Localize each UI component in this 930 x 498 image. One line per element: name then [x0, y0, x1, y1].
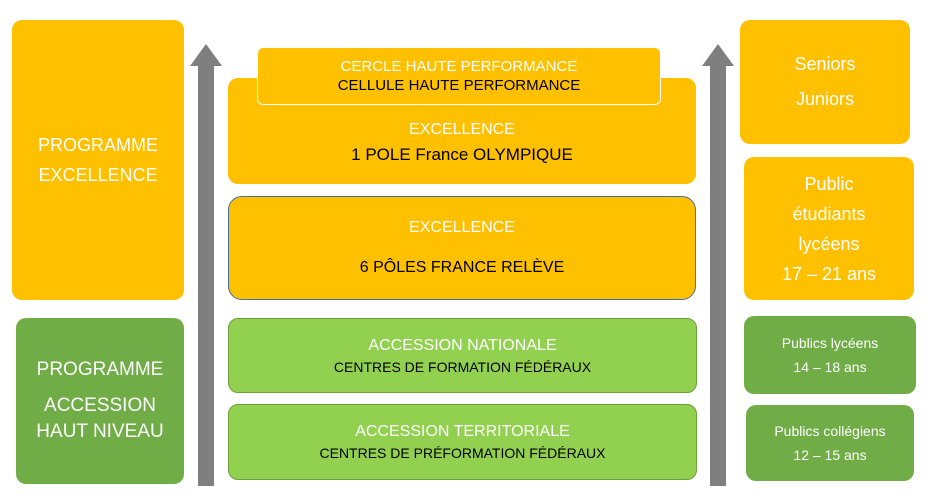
public-line-1: Public: [804, 173, 854, 194]
excellence-releve-subtitle: 6 PÔLES FRANCE RELÈVE: [359, 259, 565, 276]
left-up-arrow-icon: [190, 44, 222, 486]
accession-territoriale-box: ACCESSION TERRITORIALE CENTRES DE PRÉFOR…: [228, 404, 697, 480]
cellule-haute-performance-label: CELLULE HAUTE PERFORMANCE: [337, 77, 581, 94]
accession-nationale-title: ACCESSION NATIONALE: [368, 336, 557, 354]
cercle-haute-performance-box: CERCLE HAUTE PERFORMANCE CELLULE HAUTE P…: [257, 47, 661, 105]
accession-territoriale-subtitle: CENTRES DE PRÉFORMATION FÉDÉRAUX: [319, 445, 606, 461]
excellence-releve-title: EXCELLENCE: [409, 219, 515, 236]
public-line-4: 17 – 21 ans: [781, 263, 877, 284]
right-up-arrow-icon: [702, 44, 734, 486]
excellence-releve-box: EXCELLENCE 6 PÔLES FRANCE RELÈVE: [228, 196, 696, 300]
excellence-olympique-subtitle: 1 POLE France OLYMPIQUE: [351, 145, 573, 164]
programme-excellence-box: PROGRAMME EXCELLENCE: [12, 20, 184, 300]
publics-lyceens-box: Publics lycéens 14 – 18 ans: [744, 316, 916, 394]
programme-excellence-line-2: EXCELLENCE: [38, 165, 158, 185]
juniors-label: Juniors: [795, 89, 855, 109]
publics-collegiens-ages: 12 – 15 ans: [793, 447, 867, 463]
programme-accession-box: PROGRAMME ACCESSION HAUT NIVEAU: [16, 318, 184, 484]
programme-accession-line-1: PROGRAMME: [36, 359, 164, 380]
programme-excellence-line-1: PROGRAMME: [37, 135, 158, 155]
public-etudiants-box: Public étudiants lycéens 17 – 21 ans: [744, 157, 914, 300]
publics-collegiens-box: Publics collégiens 12 – 15 ans: [746, 405, 914, 481]
seniors-label: Seniors: [794, 54, 856, 74]
publics-collegiens-label: Publics collégiens: [774, 423, 886, 439]
cercle-haute-performance-label: CERCLE HAUTE PERFORMANCE: [340, 58, 578, 75]
accession-territoriale-title: ACCESSION TERRITORIALE: [355, 423, 570, 440]
public-line-3: lycéens: [798, 233, 860, 254]
accession-nationale-subtitle: CENTRES DE FORMATION FÉDÉRAUX: [333, 358, 592, 375]
seniors-juniors-box: Seniors Juniors: [740, 20, 910, 144]
programme-accession-line-2: ACCESSION: [44, 395, 156, 416]
excellence-olympique-title: EXCELLENCE: [409, 121, 515, 138]
programme-accession-line-3: HAUT NIVEAU: [36, 421, 164, 442]
public-line-2: étudiants: [792, 203, 866, 224]
publics-lyceens-label: Publics lycéens: [781, 335, 879, 351]
accession-nationale-box: ACCESSION NATIONALE CENTRES DE FORMATION…: [228, 318, 697, 393]
publics-lyceens-ages: 14 – 18 ans: [793, 359, 867, 375]
